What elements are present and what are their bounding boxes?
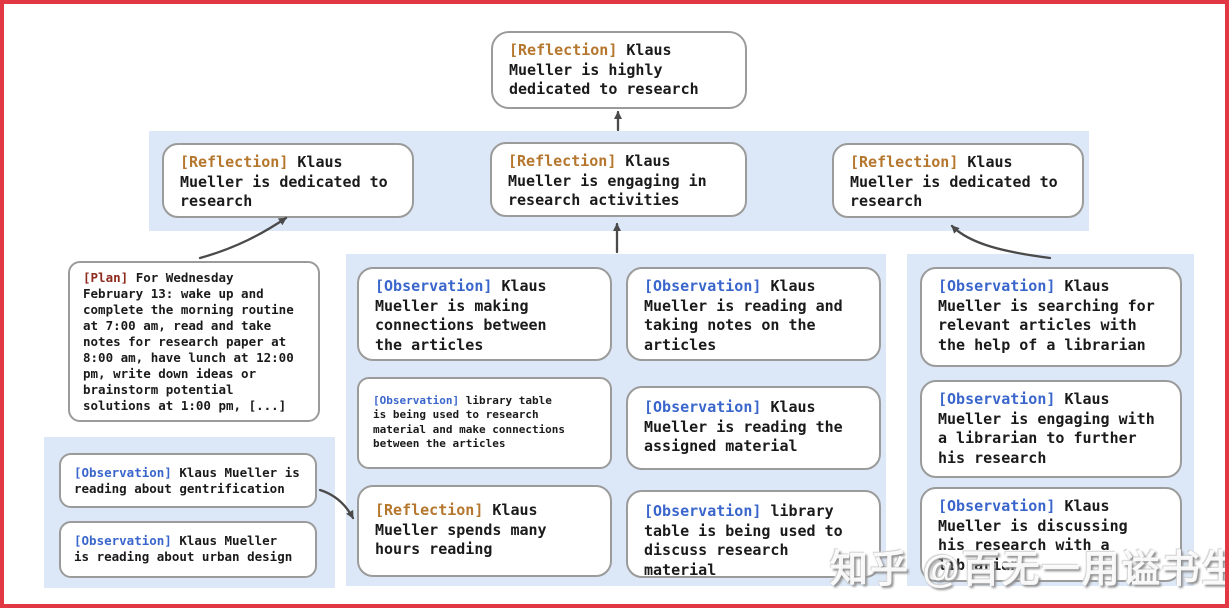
node-text: Klaus Mueller is making connections betw… (375, 277, 547, 354)
node-obs-urban-design: [Observation] Klaus Mueller is reading a… (59, 521, 317, 578)
observation-tag: [Observation] (644, 502, 762, 520)
observation-tag: [Observation] (644, 277, 762, 295)
reflection-tag: [Reflection] (508, 152, 617, 170)
node-text: library table is being used to research … (373, 394, 566, 450)
node-obs-searching-articles: [Observation] Klaus Mueller is searching… (920, 267, 1182, 367)
node-obs-library-discuss: [Observation] library table is being use… (626, 490, 881, 579)
reflection-tag: [Reflection] (850, 153, 959, 171)
observation-tag: [Observation] (938, 497, 1056, 515)
node-text: For Wednesday February 13: wake up and c… (83, 270, 294, 413)
node-obs-engaging-librarian: [Observation] Klaus Mueller is engaging … (920, 380, 1182, 478)
node-plan: [Plan] For Wednesday February 13: wake u… (68, 261, 320, 422)
node-obs-taking-notes: [Observation] Klaus Mueller is reading a… (626, 267, 881, 361)
observation-tag: [Observation] (938, 277, 1056, 295)
observation-tag: [Observation] (644, 398, 762, 416)
node-obs-library-research: [Observation] library table is being use… (357, 377, 612, 469)
node-text: Klaus Mueller is engaging with a librari… (938, 390, 1155, 467)
reflection-tag: [Reflection] (375, 501, 484, 519)
node-text: Klaus Mueller is highly dedicated to res… (509, 41, 699, 98)
node-text: Klaus Mueller is dedicated to research (850, 153, 1058, 210)
node-band-right-reflection: [Reflection] Klaus Mueller is dedicated … (832, 143, 1084, 218)
reflection-tag: [Reflection] (180, 153, 289, 171)
observation-tag: [Observation] (938, 390, 1056, 408)
node-obs-assigned-material: [Observation] Klaus Mueller is reading t… (626, 386, 881, 470)
node-text: library table is being used to discuss r… (644, 502, 843, 579)
node-text: Klaus Mueller spends many hours reading (375, 501, 547, 558)
node-band-center-reflection: [Reflection] Klaus Mueller is engaging i… (490, 142, 747, 217)
observation-tag: [Observation] (373, 394, 460, 407)
plan-tag: [Plan] (83, 270, 129, 285)
node-reflection-hours-reading: [Reflection] Klaus Mueller spends many h… (357, 485, 612, 577)
zhihu-watermark: 知乎 @百无一用谥书生 (830, 549, 1229, 591)
observation-tag: [Observation] (74, 533, 172, 548)
node-text: Klaus Mueller is reading the assigned ma… (644, 398, 843, 455)
node-top-reflection: [Reflection] Klaus Mueller is highly ded… (491, 31, 747, 109)
node-text: Klaus Mueller is engaging in research ac… (508, 152, 707, 209)
node-text: Klaus Mueller is reading about urban des… (74, 533, 293, 565)
node-obs-gentrification: [Observation] Klaus Mueller is reading a… (59, 453, 317, 508)
node-band-left-reflection: [Reflection] Klaus Mueller is dedicated … (162, 143, 414, 218)
reflection-tag: [Reflection] (509, 41, 618, 59)
node-obs-connections: [Observation] Klaus Mueller is making co… (357, 267, 612, 361)
node-text: Klaus Mueller is reading about gentrific… (74, 465, 300, 497)
node-text: Klaus Mueller is discussing his research… (938, 497, 1128, 574)
node-text: Klaus Mueller is dedicated to research (180, 153, 388, 210)
node-text: Klaus Mueller is searching for relevant … (938, 277, 1155, 354)
node-text: Klaus Mueller is reading and taking note… (644, 277, 843, 354)
observation-tag: [Observation] (74, 465, 172, 480)
observation-tag: [Observation] (375, 277, 493, 295)
node-obs-discussing-research: [Observation] Klaus Mueller is discussin… (920, 487, 1182, 582)
